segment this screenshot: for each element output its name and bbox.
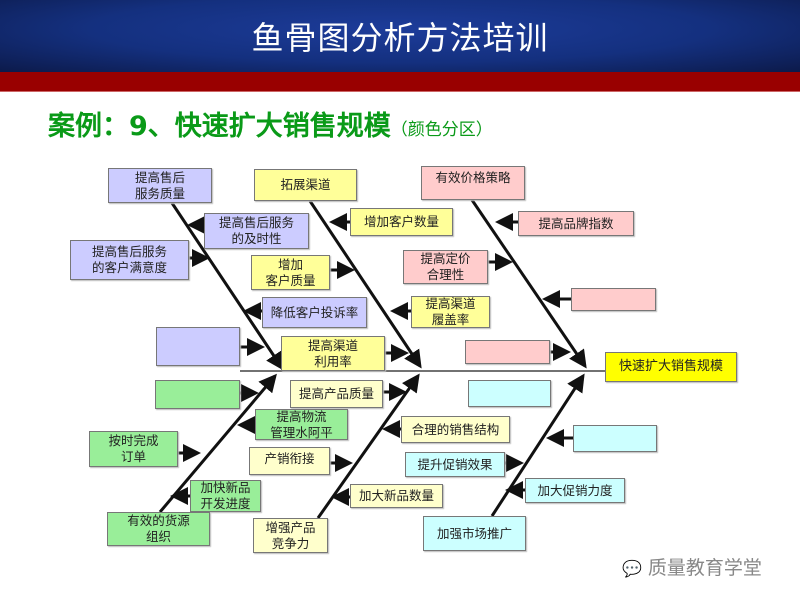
empty-cause-box [573, 425, 657, 452]
cause-box: 提高渠道 履盖率 [411, 296, 490, 328]
cause-box: 增加客户数量 [350, 208, 453, 236]
cause-box: 提升促销效果 [405, 452, 505, 477]
cause-box: 拓展渠道 [254, 169, 357, 201]
cause-box: 提高渠道 利用率 [281, 336, 385, 371]
cause-box: 降低客户投诉率 [262, 297, 367, 328]
empty-cause-box [155, 380, 240, 409]
cause-box: 增强产品 竞争力 [253, 518, 328, 553]
cause-box: 提高售后服务 的客户满意度 [70, 240, 189, 280]
case-subtitle: 案例：9、快速扩大销售规模（颜色分区） [48, 104, 493, 143]
empty-cause-box [571, 288, 656, 311]
cause-box: 提高售后 服务质量 [108, 168, 212, 203]
slide-title: 鱼骨图分析方法培训 [251, 19, 549, 57]
subtitle-note: （颜色分区） [390, 120, 493, 140]
subtitle-main: 案例：9、快速扩大销售规模 [48, 111, 391, 142]
cause-box: 有效的货源 组织 [107, 512, 210, 546]
red-band [0, 72, 800, 92]
bone-pink [470, 199, 587, 369]
cause-box: 有效价格策略 [421, 166, 525, 200]
empty-cause-box [465, 340, 550, 364]
cause-box: 加强市场推广 [423, 516, 526, 551]
header-bar: 鱼骨图分析方法培训 [0, 0, 800, 72]
cause-box: 提高物流 管理水阿平 [255, 409, 348, 440]
cause-box: 加快新品 开发进度 [190, 480, 261, 512]
cause-box: 产销衔接 [249, 447, 330, 475]
effect-box: 快速扩大销售规模 [605, 352, 737, 382]
watermark: 💬 质量教育学堂 [622, 553, 762, 580]
cause-box: 加大新品数量 [350, 484, 443, 508]
cause-box: 按时完成 订单 [89, 431, 178, 467]
wechat-icon: 💬 [622, 559, 642, 578]
cause-box: 提高定价 合理性 [403, 250, 488, 284]
empty-cause-box [156, 327, 240, 366]
cause-box: 提高产品质量 [290, 380, 383, 408]
cause-box: 加大促销力度 [525, 478, 625, 503]
empty-cause-box [468, 380, 551, 407]
watermark-text: 质量教育学堂 [647, 557, 762, 579]
cause-box: 提高售后服务 的及时性 [204, 213, 309, 249]
bone-yellow [308, 200, 422, 369]
cause-box: 增加 客户质量 [251, 255, 330, 290]
cause-box: 提高品牌指数 [518, 211, 634, 236]
cause-box: 合理的销售结构 [401, 416, 510, 443]
